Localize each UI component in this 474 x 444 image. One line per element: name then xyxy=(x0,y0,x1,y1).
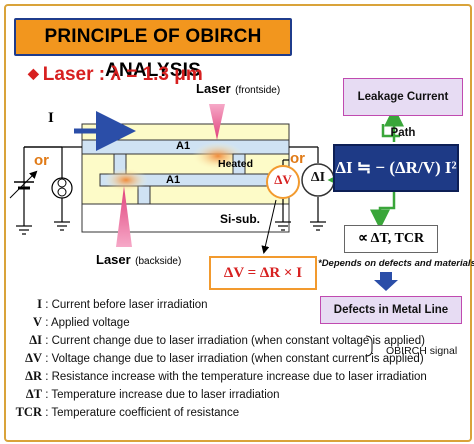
delta-v-meter xyxy=(266,165,300,199)
page-title: PRINCIPLE OF OBIRCH ANALYSIS xyxy=(14,18,292,81)
legend-symbol: TCR xyxy=(15,405,42,419)
flow-arrow-down xyxy=(370,190,396,230)
leakage-current-path-box: Leakage Current Path xyxy=(343,78,463,139)
legend-text: : Temperature increase due to laser irra… xyxy=(42,389,280,401)
legend-symbol: ΔV xyxy=(25,351,42,365)
via-right xyxy=(232,153,246,175)
delta-v-equation: ΔV = ΔR × I xyxy=(209,256,317,290)
legend-symbol: ΔI xyxy=(29,333,42,347)
laser-backside-text: Laser xyxy=(96,252,131,267)
legend-item-v: V : Applied voltage xyxy=(10,315,130,330)
legend-text: : Current before laser irradiation xyxy=(42,299,208,311)
or-right: or xyxy=(290,150,305,167)
defects-down-arrow xyxy=(374,272,398,291)
legend-item-delta-r: ΔR : Resistance increase with the temper… xyxy=(10,369,427,384)
laser-frontside-sub: (frontside) xyxy=(235,85,281,96)
defects-box: Defects in Metal Line xyxy=(320,296,462,324)
legend-item-delta-i: ΔI : Current change due to laser irradia… xyxy=(10,333,425,348)
legend-symbol: V xyxy=(32,315,42,329)
tcr-box: ∝ ΔT, TCR xyxy=(344,225,438,253)
legend-text: : Applied voltage xyxy=(42,317,130,329)
laser-wavelength-heading: ◆Laser : λ = 1.3 μm xyxy=(28,64,203,86)
depends-note: *Depends on defects and materials xyxy=(318,258,474,269)
si-substrate xyxy=(81,203,290,233)
laser-wavelength-text: Laser : λ = 1.3 μm xyxy=(42,64,203,85)
heated-label: Heated xyxy=(218,158,254,170)
heated-spot-top xyxy=(192,142,244,170)
chip-body xyxy=(81,123,290,205)
diamond-icon: ◆ xyxy=(28,65,39,81)
laser-backside-beam xyxy=(116,186,132,247)
obirch-bracket xyxy=(365,335,373,357)
laser-backside-label: Laser (backside) xyxy=(96,251,181,269)
laser-frontside-text: Laser xyxy=(196,81,231,96)
metal-a1-top: A1 xyxy=(176,140,191,152)
main-equation-box: ΔI ≒ − (ΔR/V) I² xyxy=(333,144,459,192)
obirch-signal-label: OBIRCH signal xyxy=(386,345,458,357)
laser-frontside-beam xyxy=(209,104,225,140)
legend-item-delta-t: ΔT : Temperature increase due to laser i… xyxy=(10,387,280,402)
dv-to-eq-arrow xyxy=(261,199,277,254)
legend-text: : Current change due to laser irradiatio… xyxy=(42,335,425,347)
variable-source-arrow xyxy=(9,170,38,199)
legend-symbol: ΔR xyxy=(25,369,42,383)
legend-symbol: ΔT xyxy=(25,387,42,401)
heated-spot-bottom xyxy=(104,168,148,192)
or-left: or xyxy=(34,152,49,169)
delta-v-label: ΔV xyxy=(274,172,292,187)
legend-item-delta-v: ΔV : Voltage change due to laser irradia… xyxy=(10,351,424,366)
delta-i-label: ΔI xyxy=(310,170,326,185)
legend-text: : Resistance increase with the temperatu… xyxy=(42,371,427,383)
legend-text: : Temperature coefficient of resistance xyxy=(42,407,240,419)
current-label: I xyxy=(48,110,54,126)
legend-symbol: I xyxy=(37,297,42,311)
legend-text: : Voltage change due to laser irradiatio… xyxy=(42,353,424,365)
laser-frontside-label: Laser (frontside) xyxy=(196,80,280,98)
laser-backside-sub: (backside) xyxy=(135,256,182,267)
legend-item-tcr: TCR : Temperature coefficient of resista… xyxy=(10,405,240,420)
metal-a1-bottom: A1 xyxy=(166,174,181,186)
legend-item-i: I : Current before laser irradiation xyxy=(10,297,208,312)
si-sub-label: Si-sub. xyxy=(220,212,261,226)
